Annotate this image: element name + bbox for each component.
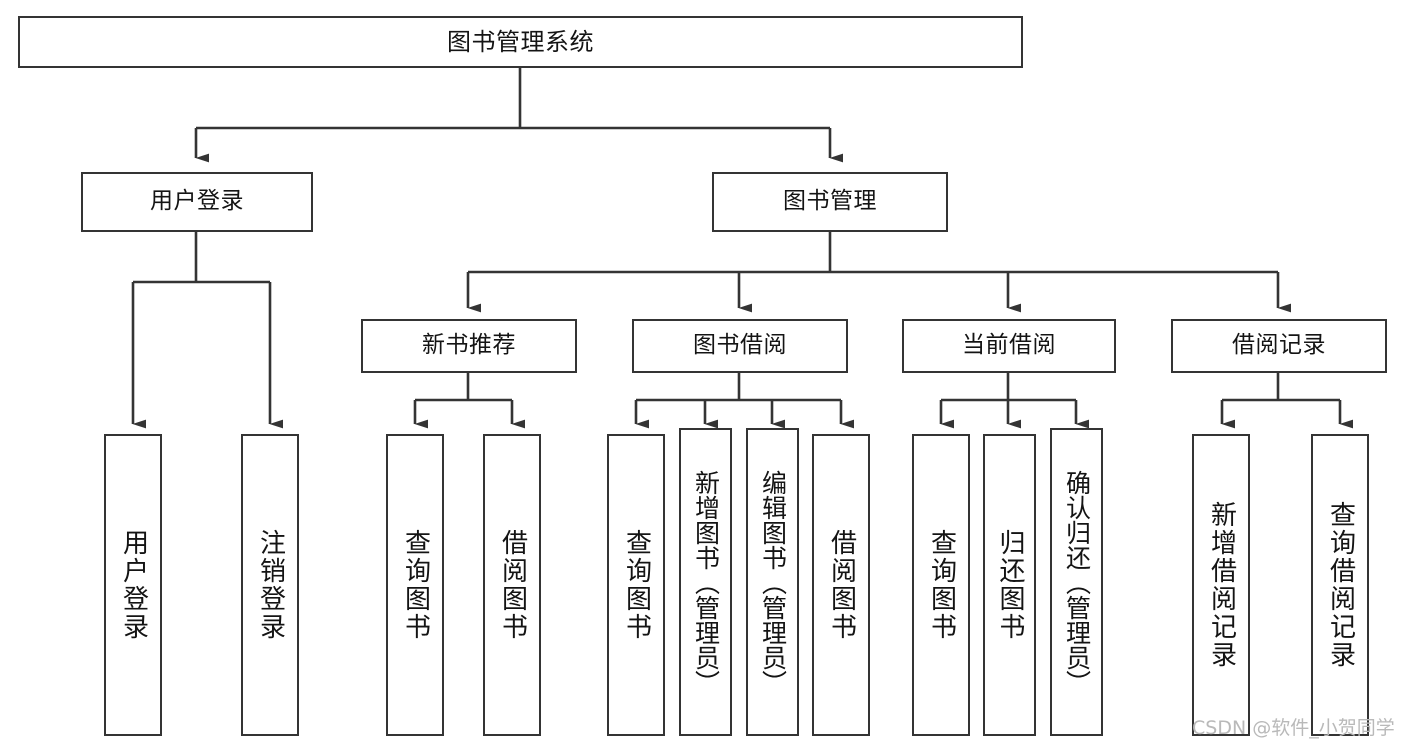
node-label: 当前借阅 — [962, 332, 1056, 359]
node-label: 新增图书（管理员） — [691, 469, 721, 695]
node-label: 编辑图书（管理员） — [758, 469, 788, 695]
leaf-borrow-book-new[interactable]: 借阅图书 — [483, 434, 541, 736]
node-label: 查询借阅记录 — [1325, 501, 1356, 669]
node-label: 借阅图书 — [497, 529, 528, 641]
leaf-query-book-borrow[interactable]: 查询图书 — [607, 434, 665, 736]
node-label: 用户登录 — [118, 529, 149, 641]
leaf-query-book-new[interactable]: 查询图书 — [386, 434, 444, 736]
node-label: 用户登录 — [150, 188, 244, 215]
node-label: 图书借阅 — [693, 332, 787, 359]
node-book-borrow[interactable]: 图书借阅 — [632, 319, 848, 373]
node-current-borrow[interactable]: 当前借阅 — [902, 319, 1116, 373]
leaf-add-borrow-record[interactable]: 新增借阅记录 — [1192, 434, 1250, 736]
csdn-watermark: CSDN @软件_小贺同学 — [1192, 717, 1395, 739]
node-label: 确认归还（管理员） — [1062, 469, 1092, 695]
node-label: 新增借阅记录 — [1206, 501, 1237, 669]
leaf-confirm-return-admin[interactable]: 确认归还（管理员） — [1050, 428, 1103, 736]
leaf-edit-book-admin[interactable]: 编辑图书（管理员） — [746, 428, 799, 736]
leaf-add-book-admin[interactable]: 新增图书（管理员） — [679, 428, 732, 736]
node-root-book-management-system[interactable]: 图书管理系统 — [18, 16, 1023, 68]
node-label: 图书管理 — [783, 188, 877, 215]
leaf-borrow-book-borrow[interactable]: 借阅图书 — [812, 434, 870, 736]
leaf-query-book-current[interactable]: 查询图书 — [912, 434, 970, 736]
node-label: 归还图书 — [995, 529, 1026, 641]
node-label: 查询图书 — [926, 529, 957, 641]
node-new-book-recommendation[interactable]: 新书推荐 — [361, 319, 577, 373]
node-label: 图书管理系统 — [447, 27, 594, 56]
node-label: 新书推荐 — [422, 332, 516, 359]
leaf-user-login[interactable]: 用户登录 — [104, 434, 162, 736]
node-label: 注销登录 — [255, 529, 286, 641]
node-book-manage[interactable]: 图书管理 — [712, 172, 948, 232]
node-borrow-record[interactable]: 借阅记录 — [1171, 319, 1387, 373]
leaf-return-book[interactable]: 归还图书 — [983, 434, 1036, 736]
leaf-logout[interactable]: 注销登录 — [241, 434, 299, 736]
node-label: 查询图书 — [400, 529, 431, 641]
node-user-login[interactable]: 用户登录 — [81, 172, 313, 232]
node-label: 借阅图书 — [826, 529, 857, 641]
leaf-query-borrow-record[interactable]: 查询借阅记录 — [1311, 434, 1369, 736]
node-label: 查询图书 — [621, 529, 652, 641]
node-label: 借阅记录 — [1232, 332, 1326, 359]
